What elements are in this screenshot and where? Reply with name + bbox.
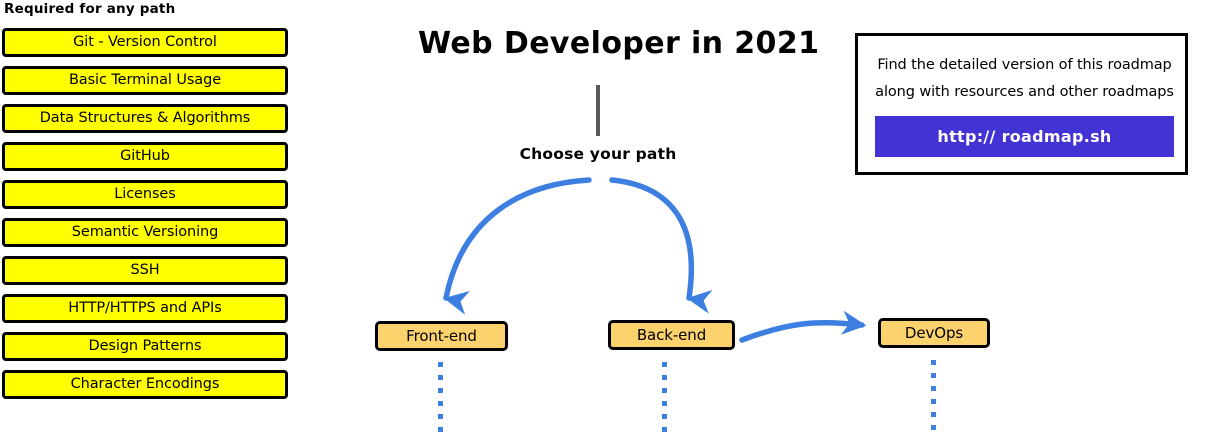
- required-topic-label: Git - Version Control: [73, 34, 217, 51]
- required-topic-item[interactable]: Data Structures & Algorithms: [2, 104, 288, 133]
- required-topic-label: Data Structures & Algorithms: [39, 110, 251, 127]
- required-topic-item[interactable]: Licenses: [2, 180, 288, 209]
- required-section-heading: Required for any path: [4, 1, 176, 17]
- required-topic-item[interactable]: HTTP/HTTPS and APIs: [2, 294, 288, 323]
- required-topic-label: Design Patterns: [88, 338, 202, 355]
- required-topics-list: Git - Version Control Basic Terminal Usa…: [2, 28, 288, 408]
- required-topic-label: Semantic Versioning: [71, 224, 219, 241]
- required-topic-item[interactable]: Git - Version Control: [2, 28, 288, 57]
- required-topic-label: Licenses: [114, 186, 176, 203]
- dotted-trail-front-end: [438, 362, 443, 440]
- path-node-label: Front-end: [406, 326, 477, 345]
- required-topic-item[interactable]: Basic Terminal Usage: [2, 66, 288, 95]
- path-node-label: DevOps: [904, 323, 964, 342]
- required-topic-item[interactable]: Design Patterns: [2, 332, 288, 361]
- required-topic-label: Basic Terminal Usage: [68, 72, 222, 89]
- roadmap-info-card: Find the detailed version of this roadma…: [855, 33, 1188, 175]
- required-topic-label: HTTP/HTTPS and APIs: [68, 300, 222, 317]
- required-topic-label: SSH: [130, 262, 160, 279]
- path-node-label: Back-end: [636, 325, 707, 344]
- required-for-any-path-section: Required for any path Git - Version Cont…: [0, 0, 300, 436]
- required-topic-item[interactable]: Semantic Versioning: [2, 218, 288, 247]
- arrow-backend-to-devops: [739, 310, 867, 343]
- path-node-devops[interactable]: DevOps: [878, 318, 990, 348]
- info-card-line-2: along with resources and other roadmaps: [875, 84, 1174, 100]
- required-topic-label: Character Encodings: [70, 376, 220, 393]
- path-node-back-end[interactable]: Back-end: [608, 320, 735, 350]
- page-title: Web Developer in 2021: [418, 26, 820, 61]
- roadmap-link-button[interactable]: http:// roadmap.sh: [875, 116, 1174, 157]
- arrow-to-backend: [609, 177, 713, 314]
- title-stem-line: [596, 85, 600, 136]
- path-node-front-end[interactable]: Front-end: [375, 321, 508, 351]
- required-topic-item[interactable]: GitHub: [2, 142, 288, 171]
- required-topic-item[interactable]: SSH: [2, 256, 288, 285]
- required-topic-label: GitHub: [120, 148, 170, 165]
- arrow-to-frontend: [443, 177, 592, 315]
- required-topic-item[interactable]: Character Encodings: [2, 370, 288, 399]
- choose-your-path-label: Choose your path: [519, 145, 677, 163]
- dotted-trail-devops: [931, 360, 936, 438]
- info-card-line-1: Find the detailed version of this roadma…: [877, 57, 1172, 73]
- roadmap-link-label: http:// roadmap.sh: [937, 127, 1112, 146]
- dotted-trail-back-end: [662, 362, 667, 440]
